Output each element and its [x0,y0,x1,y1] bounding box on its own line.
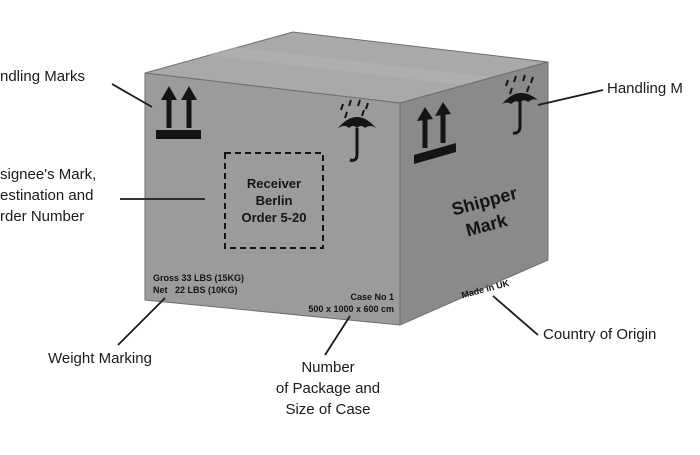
callout-package-size: Number of Package and Size of Case [262,357,394,420]
arrows-up-icon [156,86,201,139]
box-side-face [399,61,549,326]
weight-net: Net 22 LBS (10KG) [153,285,238,295]
callout-handling-marks-right: Handling M [607,80,683,97]
case-number: Case No 1 [350,292,394,302]
consignee-line-1: Receiver [247,176,301,191]
callout-handling-marks-left: ndling Marks [0,68,86,85]
callout-country-of-origin: Country of Origin [543,326,657,343]
leader-origin [492,295,539,336]
callout-package-line: Size of Case [285,401,371,418]
box-tape [207,47,490,85]
leader-case [324,315,351,356]
consignee-line-3: Order 5-20 [241,210,306,225]
umbrella-rain-icon [502,74,538,135]
case-size: 500 x 1000 x 600 cm [308,304,394,314]
callout-weight-marking: Weight Marking [48,350,152,367]
callout-consignee-line: estination and [0,187,94,204]
leader-weight [117,297,166,346]
arrows-up-icon [414,102,456,164]
callout-package-line: of Package and [275,380,381,397]
callout-package-line: Number [301,359,355,376]
umbrella-rain-icon [338,99,376,162]
weight-gross: Gross 33 LBS (15KG) [153,273,244,283]
consignee-line-2: Berlin [256,193,293,208]
consignee-mark-box [224,152,324,249]
callout-consignee-mark: signee's Mark, estination and rder Numbe… [0,164,96,227]
leader-handling-right [537,89,604,106]
leader-handling-left [111,83,153,108]
callout-consignee-line: rder Number [0,208,85,225]
callout-consignee-line: signee's Mark, [0,166,97,183]
